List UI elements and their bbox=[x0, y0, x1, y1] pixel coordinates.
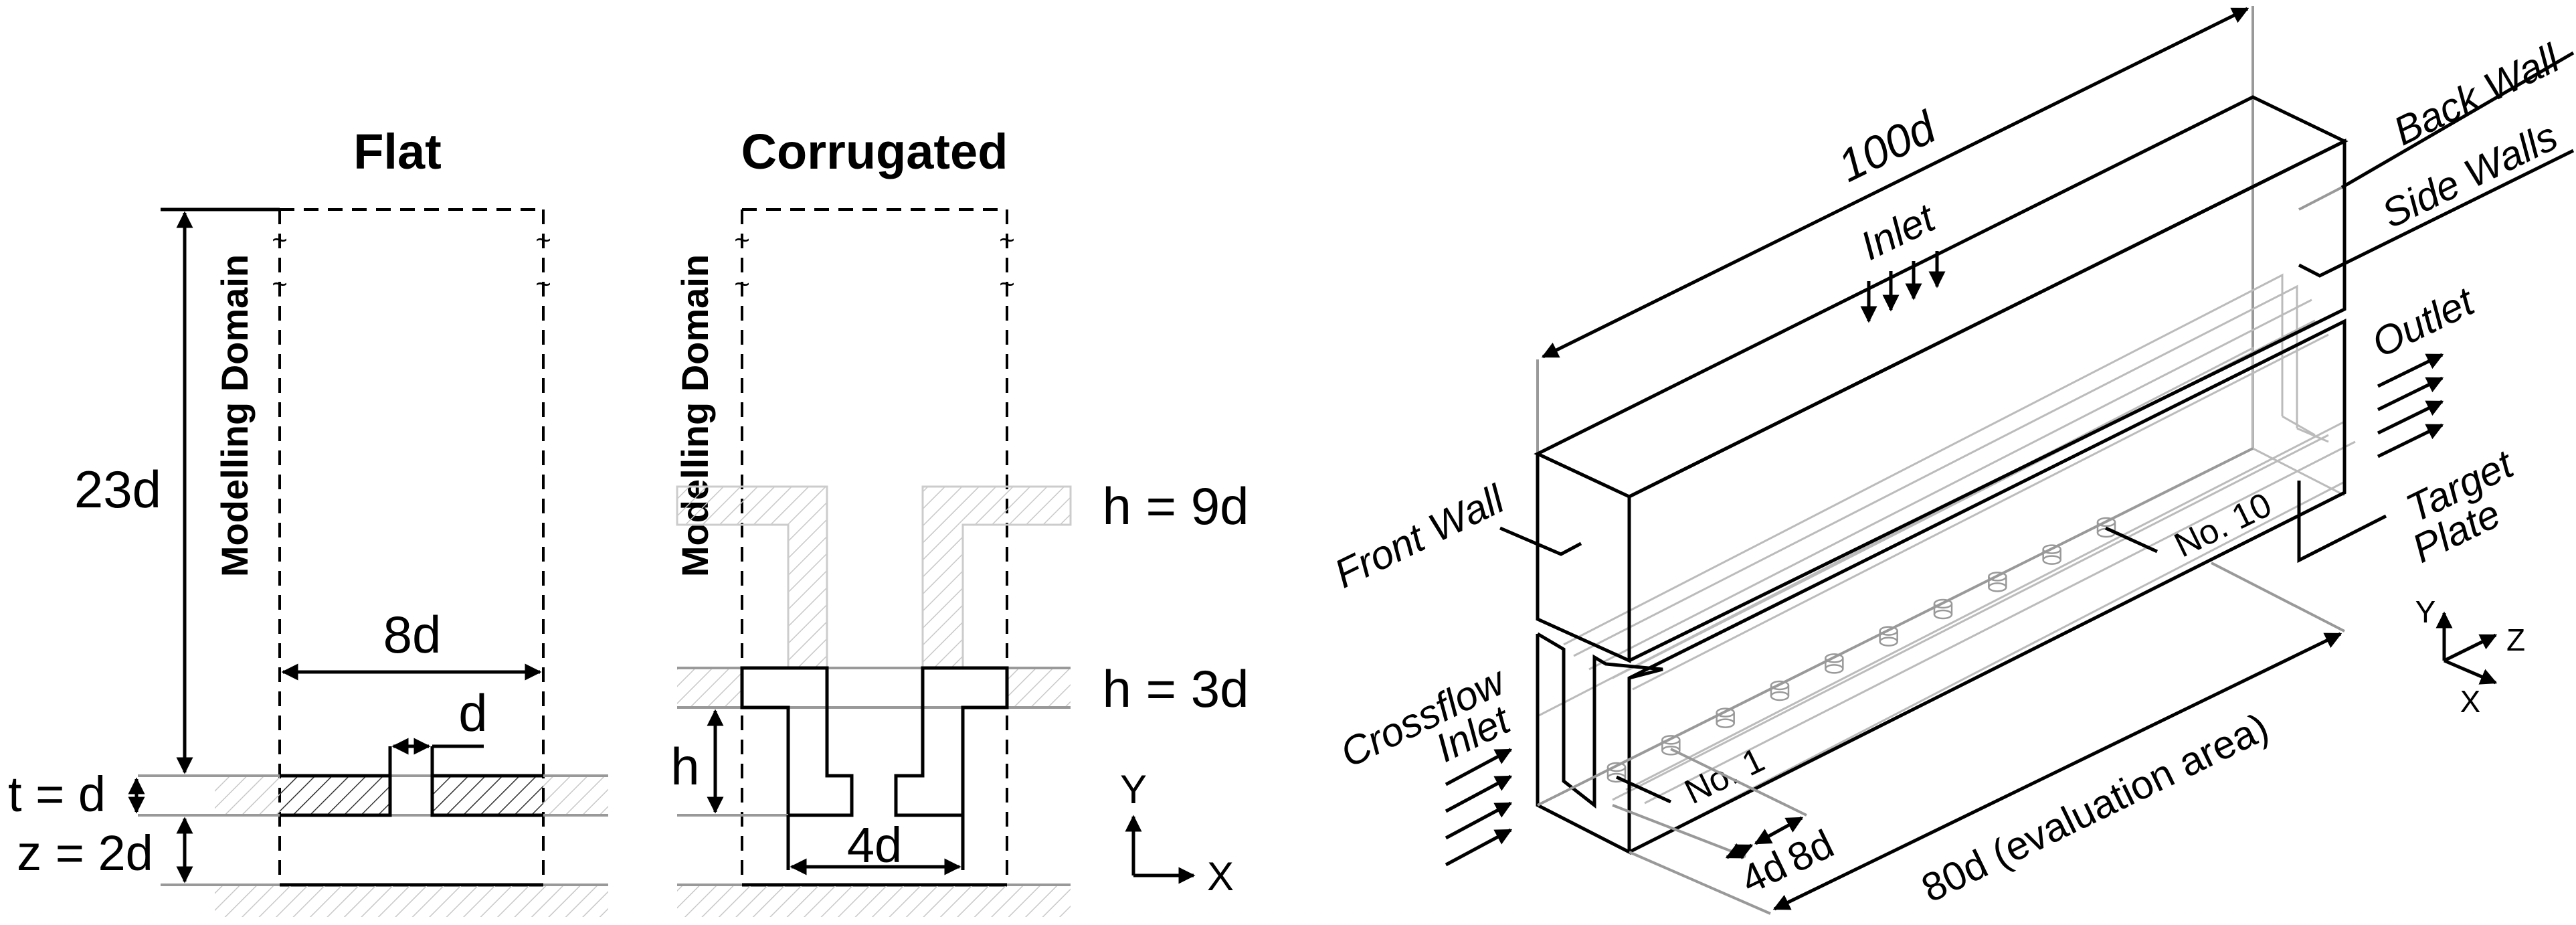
4d-extension-lines bbox=[786, 815, 965, 870]
corrugated-title: Corrugated bbox=[741, 124, 1008, 179]
y-axis-label: Y bbox=[1120, 767, 1147, 812]
break-mark: ~ bbox=[272, 270, 287, 299]
hole-label: d bbox=[458, 683, 487, 742]
modelling-domain-boundary bbox=[278, 208, 545, 885]
evaluation-dimension-arrow bbox=[1772, 632, 2342, 911]
plate-outline bbox=[280, 746, 543, 817]
corrugation-3d-left bbox=[740, 666, 854, 817]
length-dimension-arrow bbox=[1541, 7, 2249, 359]
plate-hatch-outside bbox=[215, 776, 280, 815]
top-face bbox=[1534, 95, 2349, 499]
break-mark: ~ bbox=[272, 226, 287, 255]
z-axis-arrow bbox=[2443, 633, 2498, 663]
h3-label: h = 3d bbox=[1102, 659, 1249, 718]
flat-plate bbox=[280, 776, 390, 815]
4d-spacing-arrow bbox=[1725, 843, 1754, 860]
crossflow-arrow bbox=[1445, 774, 1513, 813]
isometric-annotations: 100d Inlet Back Wall Side Walls Outlet T… bbox=[1327, 7, 2575, 915]
gap-label: z = 2d bbox=[17, 825, 153, 881]
break-mark: ~ bbox=[734, 270, 749, 299]
corrugation-3d-right bbox=[894, 666, 1009, 817]
jet-1-leader bbox=[1615, 775, 1672, 804]
crossflow-arrow bbox=[1445, 828, 1513, 867]
inlet-arrows bbox=[1860, 251, 1946, 323]
height-label: 23d bbox=[74, 460, 161, 519]
flat-title: Flat bbox=[353, 124, 442, 179]
break-mark: ~ bbox=[535, 270, 551, 299]
break-mark: ~ bbox=[999, 226, 1014, 255]
back-wall-leader bbox=[2340, 51, 2575, 189]
side-walls-leader bbox=[2298, 149, 2575, 278]
flat-plate bbox=[432, 776, 543, 815]
break-mark: ~ bbox=[734, 226, 749, 255]
outlet-arrow bbox=[2377, 400, 2444, 435]
side-wall-face bbox=[1628, 138, 2347, 663]
break-mark: ~ bbox=[999, 270, 1014, 299]
outlet-arrow bbox=[2377, 423, 2444, 458]
band-hatch-outside bbox=[1007, 668, 1071, 707]
crossflow-arrow bbox=[1445, 801, 1513, 840]
jet-hole bbox=[1988, 572, 2007, 592]
outlet-arrow bbox=[2377, 353, 2444, 388]
crossflow-arrow bbox=[1445, 748, 1513, 786]
length-label: 100d bbox=[1830, 101, 1944, 192]
front-wall-label: Front Wall bbox=[1327, 476, 1512, 596]
modelling-domain-label: Modelling Domain bbox=[213, 254, 256, 577]
x-axis-arrow bbox=[2444, 659, 2498, 685]
band-hatch-outside bbox=[677, 668, 742, 707]
jet-hole bbox=[1606, 762, 1627, 783]
evaluation-extension-lines bbox=[1629, 562, 2345, 915]
modelling-domain-label: Modelling Domain bbox=[674, 254, 716, 577]
h9-label: h = 9d bbox=[1102, 477, 1249, 535]
z-axis-label: Z bbox=[2506, 622, 2525, 657]
front-wall-leader bbox=[1499, 526, 1582, 556]
outlet-arrow bbox=[2377, 376, 2444, 412]
4d-label: 4d bbox=[847, 817, 902, 873]
break-mark: ~ bbox=[535, 226, 551, 255]
corrugation-9d-right bbox=[921, 485, 1072, 669]
corrugated-diagram: Corrugated ~ ~ ~ ~ Modelling Domain h = … bbox=[670, 124, 1249, 917]
bottom-back-edge bbox=[1537, 447, 2253, 807]
y-axis-label: Y bbox=[2415, 594, 2436, 629]
target-plate-leader bbox=[2297, 481, 2387, 564]
x-axis-label: X bbox=[2460, 684, 2481, 719]
ground-hatch bbox=[677, 886, 1071, 917]
8d-spacing-label: 8d bbox=[1780, 821, 1840, 881]
back-wall-leader-gray bbox=[2298, 186, 2342, 211]
corrugated-front-profile bbox=[1536, 632, 1663, 809]
x-axis-label: X bbox=[1207, 854, 1234, 899]
plate-hatch-outside bbox=[543, 776, 608, 815]
ground-hatch bbox=[215, 886, 608, 917]
width-label: 8d bbox=[383, 605, 442, 664]
thickness-label: t = d bbox=[8, 766, 106, 822]
front-wall-face bbox=[1536, 454, 1631, 663]
jet-10-leader bbox=[2104, 526, 2158, 554]
jet-hole bbox=[1661, 735, 1681, 756]
inner-channel-lines bbox=[1537, 273, 2356, 853]
h-label: h bbox=[670, 737, 699, 796]
jet-hole bbox=[1716, 707, 1735, 728]
outlet-label: Outlet bbox=[2365, 278, 2482, 365]
crossflow-arrows bbox=[1445, 748, 1513, 867]
evaluation-label: 80d (evaluation area) bbox=[1914, 704, 2275, 911]
jet-hole bbox=[2042, 544, 2061, 565]
4d-spacing-label: 4d bbox=[1734, 843, 1793, 902]
outlet-arrows bbox=[2377, 353, 2444, 458]
jet-hole bbox=[1933, 598, 1953, 620]
modelling-domain-boundary bbox=[741, 208, 1008, 885]
flat-diagram: Flat ~ ~ ~ ~ Modelling Domain 23d d 8d t… bbox=[8, 124, 608, 917]
